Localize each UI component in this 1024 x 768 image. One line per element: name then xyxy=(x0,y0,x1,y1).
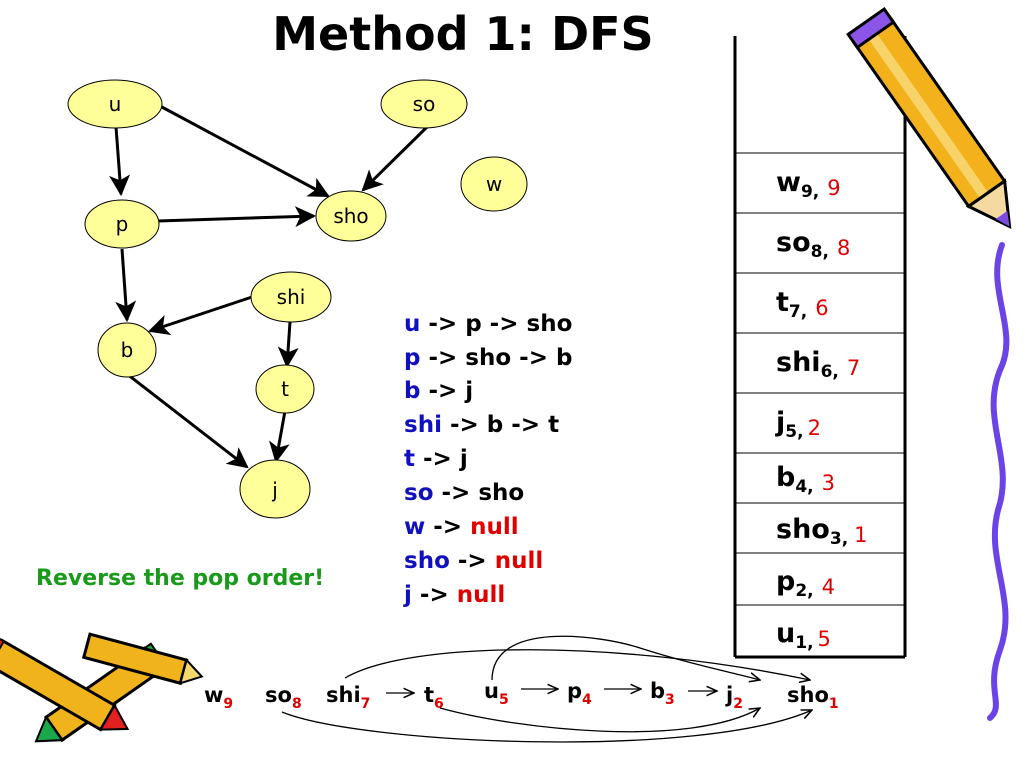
adj-row: b -> j xyxy=(404,378,473,404)
stack-cell: b4,3 xyxy=(776,462,835,497)
adj-row: u -> p -> sho xyxy=(404,311,572,337)
adj-node: w xyxy=(404,514,425,540)
adj-null: null xyxy=(457,582,506,608)
node-label: shi xyxy=(277,285,306,309)
adj-node: t xyxy=(404,446,415,472)
adj-row: j -> null xyxy=(403,582,505,608)
reverse-note: Reverse the pop order! xyxy=(36,566,324,591)
edge-shi-t xyxy=(277,321,299,369)
adj-rest: -> xyxy=(412,582,457,608)
order-item: t6 xyxy=(424,683,444,712)
order-item: b3 xyxy=(650,679,675,708)
order-arc xyxy=(281,710,812,743)
adj-rest: -> j xyxy=(415,446,468,472)
node-label: sho xyxy=(333,204,368,228)
node-label: u xyxy=(109,92,122,116)
adj-rest: -> sho xyxy=(434,480,525,506)
node-so: so xyxy=(380,79,468,129)
node-label: so xyxy=(413,92,436,116)
node-p: p xyxy=(84,199,160,249)
stack-cell: so8,8 xyxy=(776,227,850,262)
adj-row: t -> j xyxy=(404,446,468,472)
order-arc xyxy=(439,708,760,733)
crayons-icon xyxy=(0,632,204,743)
adj-node: shi xyxy=(404,412,442,438)
edge-u-p xyxy=(109,126,131,197)
node-t: t xyxy=(255,364,315,414)
edge-p-sho xyxy=(157,206,317,228)
edge-b-j xyxy=(126,372,249,469)
adj-null: null xyxy=(470,514,519,540)
order-arc xyxy=(491,635,760,680)
node-label: w xyxy=(486,172,502,196)
edge-p-b xyxy=(115,248,137,323)
stack-cell: j5,2 xyxy=(775,407,821,442)
order-item: shi7 xyxy=(326,683,370,712)
order-item: w9 xyxy=(204,683,233,712)
node-label: t xyxy=(281,377,289,401)
adj-node: b xyxy=(404,378,420,404)
edge-shi-b xyxy=(148,295,253,335)
order-item: p4 xyxy=(567,679,592,708)
adj-row: sho -> null xyxy=(404,548,543,574)
stack-cell: u1,5 xyxy=(776,618,831,653)
node-label: p xyxy=(116,212,129,236)
adjacency-list: u -> p -> sho p -> sho -> b b -> j shi -… xyxy=(403,311,572,608)
adj-node: so xyxy=(404,480,434,506)
order-arrows xyxy=(281,635,812,743)
edge-so-sho xyxy=(361,125,429,192)
squiggle-icon xyxy=(987,242,1010,721)
order-item: so8 xyxy=(265,683,302,712)
order-item: j2 xyxy=(725,683,743,712)
stack-cell: shi6,7 xyxy=(776,347,860,382)
node-j: j xyxy=(239,459,311,519)
stack-cell: t7,6 xyxy=(776,287,829,322)
adj-rest: -> j xyxy=(420,378,473,404)
adj-node: sho xyxy=(404,548,450,574)
adj-row: so -> sho xyxy=(404,480,524,506)
order-item: u5 xyxy=(484,679,509,708)
stack: w9,9 so8,8 t7,6 shi6,7 j5,2 b4,3 sho3,1 … xyxy=(733,36,907,659)
adj-rest: -> xyxy=(425,514,470,540)
adj-row: p -> sho -> b xyxy=(404,345,572,371)
stack-cell: p2,4 xyxy=(776,566,835,601)
adj-row: w -> null xyxy=(404,514,519,540)
stack-cell: w9,9 xyxy=(776,167,841,202)
graph-edges xyxy=(109,104,429,469)
stack-dividers xyxy=(735,152,905,606)
topological-order: w9 so8 shi7 t6 u5 p4 b3 j2 sho1 xyxy=(204,635,839,743)
adj-rest: -> b -> t xyxy=(442,412,559,438)
pencil-icon xyxy=(846,6,1012,230)
node-sho: sho xyxy=(315,190,387,242)
adj-row: shi -> b -> t xyxy=(404,412,559,438)
node-u: u xyxy=(67,79,163,129)
adj-null: null xyxy=(495,548,544,574)
node-w: w xyxy=(460,156,528,212)
node-label: j xyxy=(271,478,278,502)
node-label: b xyxy=(121,338,134,362)
order-arc xyxy=(344,649,810,680)
edge-t-j xyxy=(269,410,290,464)
graph-nodes: u so w p sho shi b t xyxy=(67,79,528,519)
adj-node: p xyxy=(404,345,420,371)
edge-u-sho xyxy=(159,104,330,198)
adj-rest: -> p -> sho xyxy=(420,311,572,337)
node-b: b xyxy=(97,322,157,378)
adj-rest: -> xyxy=(450,548,495,574)
order-item: sho1 xyxy=(787,683,839,712)
adj-node: j xyxy=(403,582,412,608)
node-shi: shi xyxy=(250,271,332,323)
adj-rest: -> sho -> b xyxy=(420,345,572,371)
adj-node: u xyxy=(404,311,420,337)
stack-cell: sho3,1 xyxy=(776,514,868,549)
slide-title: Method 1: DFS xyxy=(272,7,653,61)
